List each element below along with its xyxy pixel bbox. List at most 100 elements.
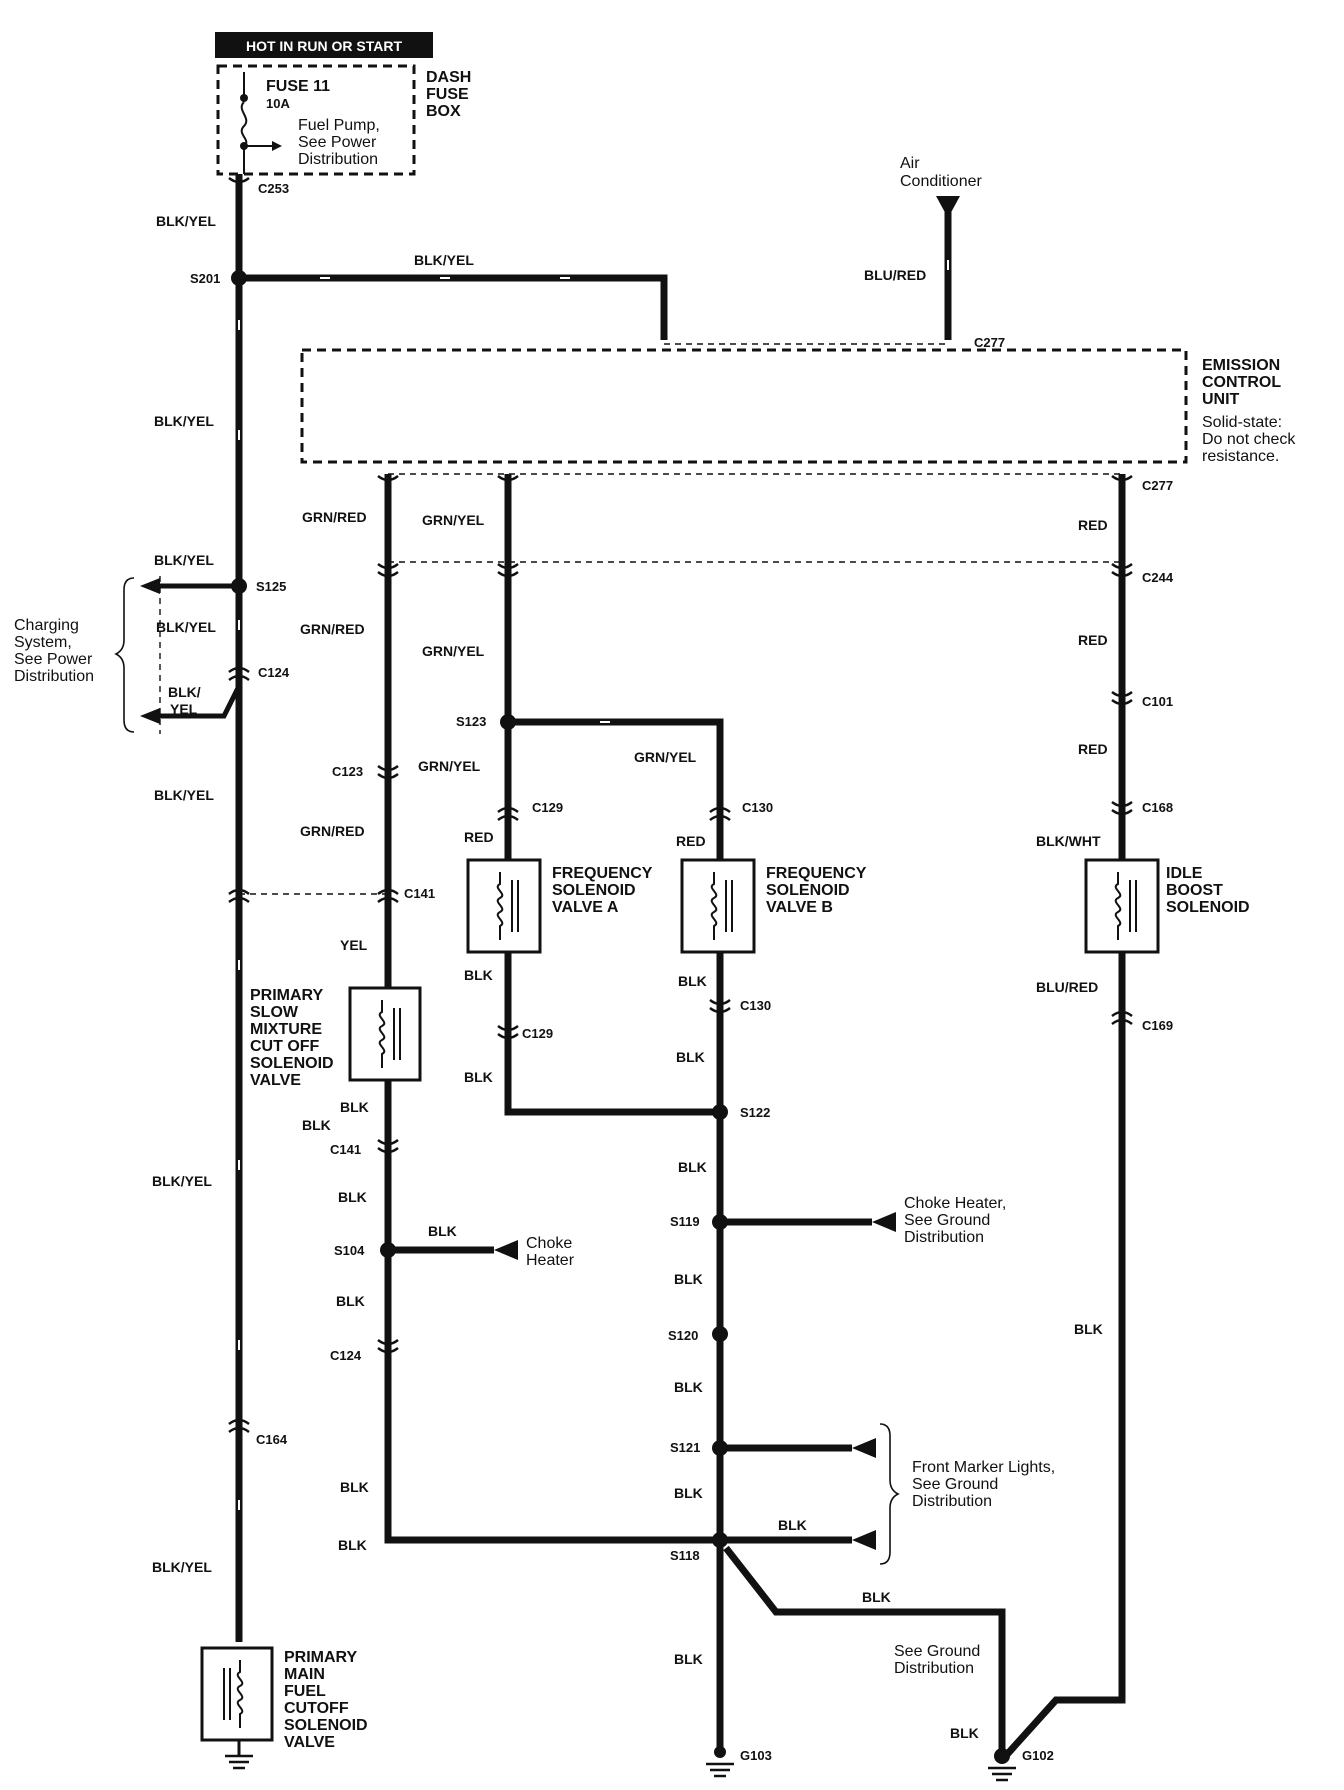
connectors-s119: S119 [670, 1214, 700, 1229]
connectors-c277b: C277 [1142, 478, 1173, 493]
refs-choke-heater-2: Heater [526, 1252, 575, 1269]
wire-colors-w4: BLK/YEL [154, 413, 214, 429]
charging-line2: System, [14, 634, 72, 651]
wire-colors-w40: BLK/YEL [152, 1559, 212, 1575]
connectors-s201: S201 [190, 271, 220, 286]
refs-choke-gd-1: Choke Heater, [904, 1195, 1006, 1212]
wire-valve-a-blk [504, 952, 720, 1116]
connectors-c168: C168 [1142, 800, 1173, 815]
wire-colors-w35: BLK [674, 1271, 703, 1287]
component-freq-valve-a [466, 858, 542, 954]
refs-front-marker-3: Distribution [912, 1493, 992, 1510]
wire-colors-w17: GRN/YEL [418, 758, 481, 774]
connector-marks [228, 176, 1133, 1434]
component-freq-valve-b [680, 858, 756, 954]
splice-s120 [712, 1326, 728, 1342]
splice-s118 [712, 1532, 728, 1548]
wire-colors-w30: BLK [340, 1099, 369, 1115]
components-idle-boost-1: BOOST [1166, 882, 1223, 899]
charging-line1: Charging [14, 617, 79, 634]
components-main-fuel-3: CUTOFF [284, 1700, 349, 1717]
ground-g102 [988, 1748, 1016, 1782]
dash-fuse-box-label-1: DASH [426, 69, 471, 86]
hot-in-run-banner [215, 32, 433, 58]
wire-colors-w31: BLK/YEL [152, 1173, 212, 1189]
connector-labels: C253 S201 C277 C277 S125 C124 C244 C101 … [190, 181, 1174, 1763]
wire-colors-w20: RED [464, 829, 494, 845]
refs-choke-gd-2: See Ground [904, 1212, 990, 1229]
fuel-pump-ref-2: See Power [298, 134, 377, 151]
splice-s104 [380, 1242, 396, 1258]
wire-colors-w38: BLK [1074, 1321, 1103, 1337]
front-marker-bracket [879, 1423, 900, 1565]
refs-front-marker-1: Front Marker Lights, [912, 1459, 1055, 1476]
connectors-c253: C253 [258, 181, 289, 196]
air-conditioner-arrow [936, 196, 960, 218]
air-conditioner-label-1: Air [900, 155, 920, 172]
component-main-fuel-valve [200, 1646, 274, 1770]
refs-see-ground-2: Distribution [894, 1660, 974, 1677]
wire-colors-w7: RED [1078, 517, 1108, 533]
connectors-c141a: C141 [404, 886, 435, 901]
wire-colors-w3: BLU/RED [864, 267, 926, 283]
wire-colors-w2: BLK/YEL [414, 252, 474, 268]
splice-s121 [712, 1440, 728, 1456]
wire-colors-w10: RED [1078, 632, 1108, 648]
refs-see-ground-1: See Ground [894, 1643, 980, 1660]
wire-colors-w11: BLK/YEL [156, 619, 216, 635]
wire-colors-w43: BLK [862, 1589, 891, 1605]
wire-colors-w27: BLU/RED [1036, 979, 1098, 995]
splice-s119 [712, 1214, 728, 1230]
fuel-pump-ref-3: Distribution [298, 151, 378, 168]
splices [231, 270, 728, 1548]
charging-arrow-2 [140, 708, 160, 724]
charging-arrow-1 [140, 578, 160, 594]
connectors-g103: G103 [740, 1748, 772, 1763]
wire-colors-w14: YEL [170, 701, 198, 717]
splice-s123 [500, 714, 516, 730]
dash-fuse-box-label-3: BOX [426, 103, 461, 120]
components-slow-mixture-2: MIXTURE [250, 1021, 322, 1038]
connectors-c123: C123 [332, 764, 363, 779]
components-freq-b-2: VALVE B [766, 899, 833, 916]
wire-color-labels: BLK/YEL BLK/YEL BLU/RED BLK/YEL GRN/RED … [152, 213, 1108, 1741]
connectors-s125: S125 [256, 579, 286, 594]
components-freq-b-0: FREQUENCY [766, 865, 867, 882]
wire-colors-w16: RED [1078, 741, 1108, 757]
wire-colors-w19: BLK/YEL [154, 787, 214, 803]
component-idle-boost [1084, 858, 1160, 954]
connectors-s121: S121 [670, 1440, 700, 1455]
wire-colors-w15: GRN/YEL [634, 749, 697, 765]
components-freq-a-1: SOLENOID [552, 882, 636, 899]
refs-front-marker-2: See Ground [912, 1476, 998, 1493]
refs-choke-heater-1: Choke [526, 1235, 572, 1252]
components-main-fuel-5: VALVE [284, 1734, 335, 1751]
ecu-note-3: resistance. [1202, 448, 1279, 465]
wire-colors-w39: BLK [340, 1479, 369, 1495]
components-slow-mixture-1: SLOW [250, 1004, 299, 1021]
charging-line3: See Power [14, 651, 93, 668]
fuse-rating: 10A [266, 96, 290, 111]
connectors-c101: C101 [1142, 694, 1173, 709]
splice-s201 [231, 270, 247, 286]
wire-colors-w22: BLK/WHT [1036, 833, 1101, 849]
wire-colors-w32: BLK [678, 1159, 707, 1175]
wire-colors-w24: YEL [340, 937, 368, 953]
wire-colors-w33: BLK [338, 1189, 367, 1205]
connectors-c124a: C124 [258, 665, 290, 680]
ecu-label-3: UNIT [1202, 391, 1240, 408]
wire-c141-blk-label: BLK [302, 1117, 331, 1133]
connectors-c164: C164 [256, 1432, 288, 1447]
wire-colors-w12: GRN/YEL [422, 643, 485, 659]
connectors-c141b: C141 [330, 1142, 361, 1157]
wire-colors-w37: BLK [674, 1379, 703, 1395]
connectors-c244: C244 [1142, 570, 1174, 585]
components-main-fuel-2: FUEL [284, 1683, 326, 1700]
connectors-c129b: C129 [522, 1026, 553, 1041]
wire-colors-w1: BLK/YEL [156, 213, 216, 229]
components-freq-a-0: FREQUENCY [552, 865, 653, 882]
wire-colors-w5: GRN/RED [302, 509, 367, 525]
wire-colors-w26: BLK [678, 973, 707, 989]
components-slow-mixture-5: VALVE [250, 1072, 301, 1089]
